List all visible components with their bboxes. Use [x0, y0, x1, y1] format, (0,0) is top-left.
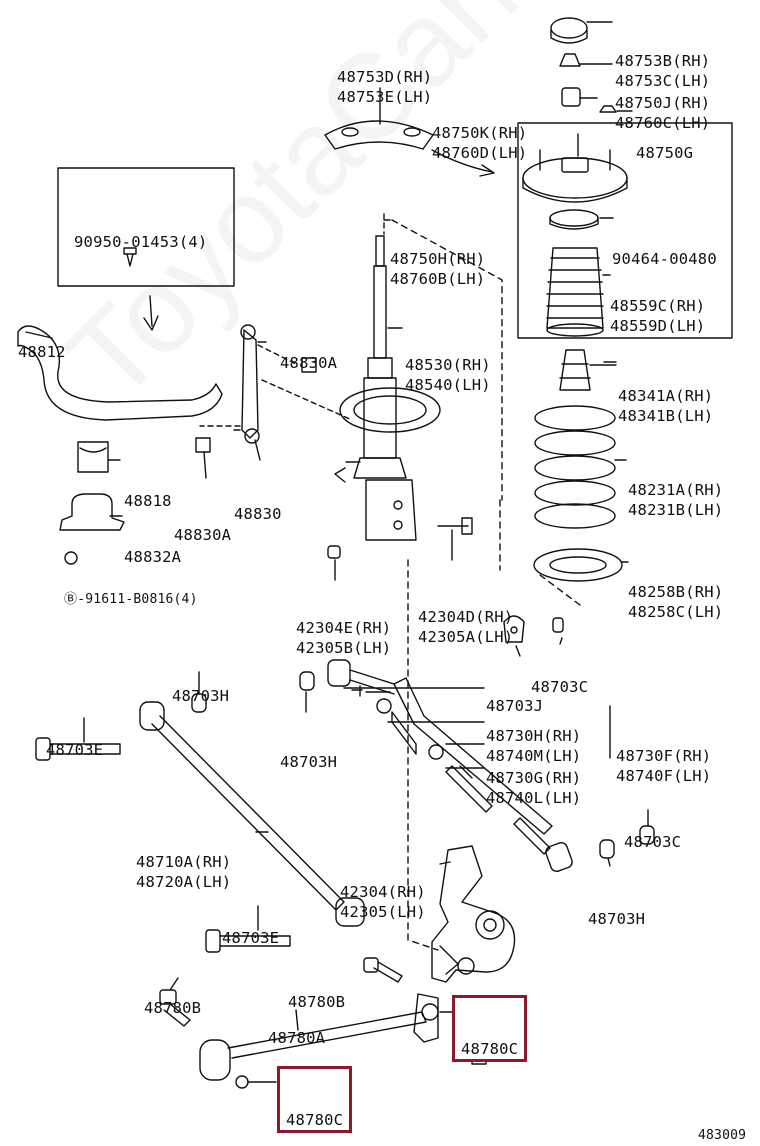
label-48231: 48231A(RH)48231B(LH): [628, 481, 724, 519]
shock-absorber: [334, 235, 441, 541]
label-48780C-right: 48780C: [452, 995, 528, 1062]
label-48753B: 48753B(RH)48753C(LH): [615, 52, 711, 90]
seat-90464: [549, 209, 599, 227]
label-48780B-left: 48780B: [144, 999, 202, 1017]
stabilizer-link: [233, 324, 267, 444]
bolt-48703E-top: [35, 737, 121, 761]
plate-arrow: [431, 149, 495, 177]
label-90464: 90464-00480: [612, 250, 717, 268]
label-48832A: 48832A: [124, 548, 182, 566]
label-48750K: 48750K(RH)48760D(LH): [432, 124, 528, 162]
label-48780C-bottom: 48780C: [277, 1066, 353, 1133]
nut-48830A-bottom: [195, 437, 211, 453]
label-48703H-mid: 48703H: [280, 753, 338, 771]
nut-48780C-bottom: [235, 1075, 249, 1089]
lower-insulator: [533, 548, 623, 582]
label-48830A-top: 48830A: [280, 354, 338, 372]
label-48730H: 48730H(RH)48740M(LH): [486, 727, 582, 765]
label-48730F: 48730F(RH)48740F(LH): [616, 747, 712, 785]
nut-48750G: [599, 105, 617, 113]
lateral-arm-48710A: [139, 701, 365, 927]
stabilizer-bracket: [59, 493, 125, 531]
label-48703C-top: 48703C: [531, 678, 589, 696]
label-48818: 48818: [124, 492, 172, 510]
washer-48703C-bot: [639, 825, 655, 845]
upper-support-plate: [324, 87, 434, 150]
nut-48830A-top: [301, 357, 317, 373]
bolt-48780B-left: [159, 989, 191, 1027]
upper-support: [522, 133, 628, 203]
lower-arm-48730: [327, 659, 573, 872]
clip-icon: [123, 247, 137, 267]
mount-inset-box: [517, 122, 733, 339]
label-48703C-bottom: 48703C: [624, 833, 682, 851]
bump-stopper: [559, 349, 591, 391]
dust-boot: [546, 247, 604, 337]
parts-diagram: ToyotaCarMine.ru: [17, 0, 760, 1143]
label-48830: 48830: [234, 505, 282, 523]
lower-arm-48780A: [199, 993, 439, 1081]
label-48341: 48341A(RH)48341B(LH): [618, 387, 714, 425]
bound-stopper-top: [559, 53, 581, 67]
label-48559: 48559C(RH)48559D(LH): [610, 297, 706, 335]
label-91611: Ⓑ-91611-B0816(4): [64, 592, 198, 607]
guide-line-b: [407, 559, 439, 951]
washer-48703H-c: [599, 839, 615, 859]
label-48750G: 48750G: [636, 144, 694, 162]
stabilizer-bar: [17, 325, 223, 421]
label-90950: 90950-01453(4): [74, 233, 208, 251]
label-48830A-bottom: 48830A: [174, 526, 232, 544]
label-48750J: 48750J(RH)48760C(LH): [615, 94, 711, 132]
label-42304D: 42304D(RH)42305A(LH): [418, 608, 514, 646]
label-48703E-bottom: 48703E: [222, 929, 280, 947]
label-42304: 42304(RH)42305(LH): [340, 883, 426, 921]
label-48258: 48258B(RH)48258C(LH): [628, 583, 724, 621]
label-48710A: 48710A(RH)48720A(LH): [136, 853, 232, 891]
label-48530: 48530(RH)48540(LH): [405, 356, 491, 394]
figure-code: 483009: [698, 1128, 747, 1143]
label-48703H-top: 48703H: [172, 687, 230, 705]
upper-cushion: [550, 17, 588, 39]
bolt-48780B-mid: [363, 957, 403, 983]
stopper-sleeve: [561, 87, 581, 107]
label-48703H-bottom: 48703H: [588, 910, 646, 928]
label-48812: 48812: [18, 343, 66, 361]
label-48753D: 48753D(RH)48753E(LH): [337, 68, 433, 106]
strut-bolt: [437, 517, 473, 535]
label-48750H: 48750H(RH)48760B(LH): [390, 250, 486, 288]
rear-axle-carrier: [431, 845, 516, 983]
bolt-b-symbol: [64, 551, 78, 565]
label-42304E: 42304E(RH)42305B(LH): [296, 619, 392, 657]
washer-48703H-b: [299, 671, 315, 691]
label-48703E-top: 48703E: [46, 741, 104, 759]
label-48780B-mid: 48780B: [288, 993, 346, 1011]
clip-inset-box: [57, 167, 235, 287]
label-48730G: 48730G(RH)48740L(LH): [486, 769, 582, 807]
nut-42304E: [327, 545, 341, 559]
plate-48703J: [503, 615, 525, 643]
label-48780A: 48780A: [268, 1029, 326, 1047]
bolt-48703E-bottom: [205, 929, 291, 953]
washer-48703C-top: [552, 617, 564, 633]
coil-spring: [534, 405, 616, 529]
stabilizer-bushing: [77, 441, 109, 473]
label-48703J: 48703J: [486, 697, 544, 715]
diagram-drawing: [17, 17, 733, 1089]
guide-line-a: [391, 219, 503, 501]
inset-arrow: [143, 295, 159, 331]
